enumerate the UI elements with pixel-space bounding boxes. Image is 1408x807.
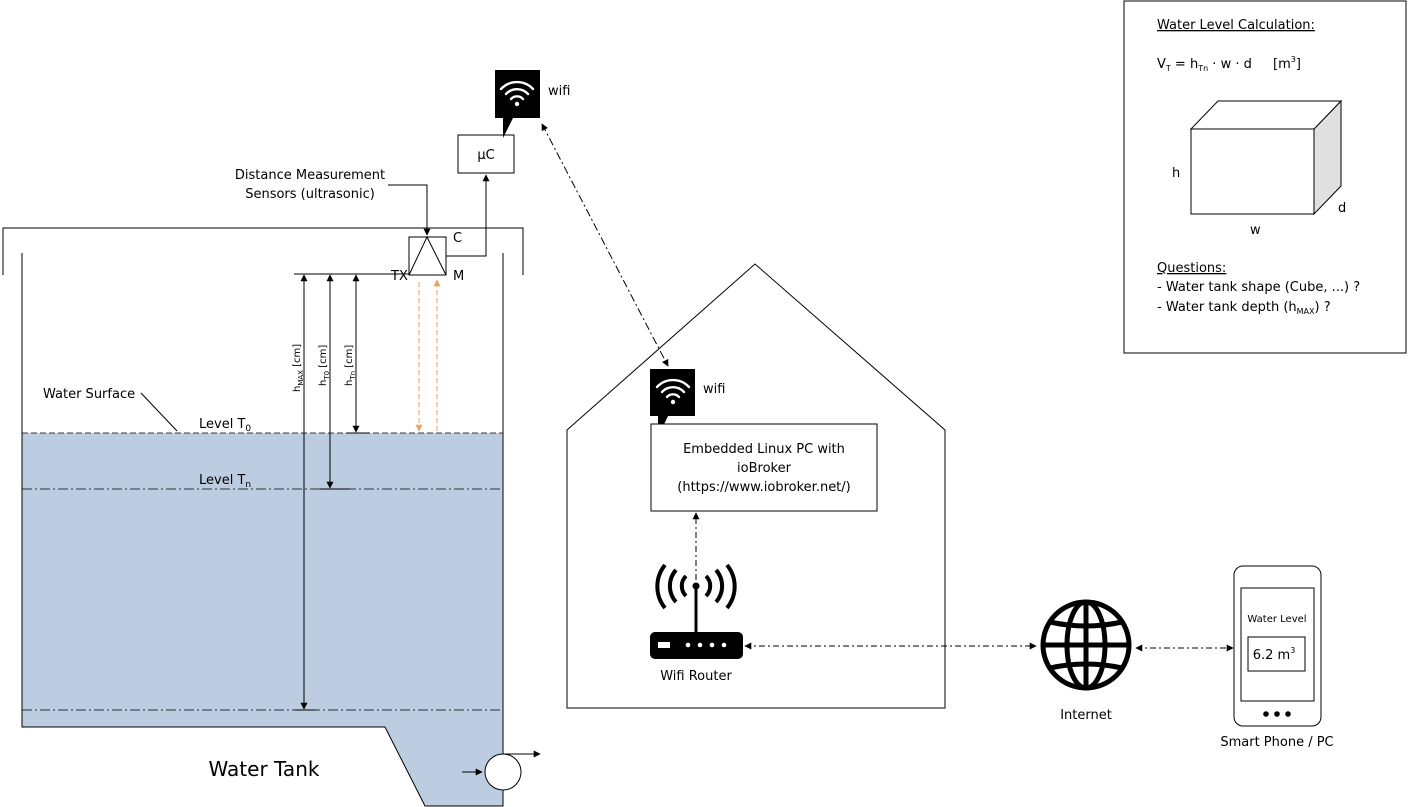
linux-pc-box	[650, 423, 878, 512]
measurement-arrows: hMAX [cm] hT0 [cm] hTn [cm]	[292, 274, 370, 711]
microcontroller: µC	[457, 134, 515, 174]
questions-title: Questions:	[1157, 261, 1226, 276]
calc-formula: VT = hTn · w · d	[1157, 57, 1252, 73]
distance-sensors-label-1: Distance Measurement	[235, 168, 385, 183]
sensor-tx-label: TX	[390, 269, 408, 284]
distance-sensors-label-2: Sensors (ultrasonic)	[245, 187, 375, 202]
linux-pc: Embedded Linux PC with ioBroker (https:/…	[650, 423, 878, 512]
question-1: - Water tank shape (Cube, ...) ?	[1157, 280, 1360, 295]
cube-icon	[1189, 99, 1343, 216]
wifi-top-label: wifi	[548, 84, 570, 99]
level-tn-label: Level Tn	[199, 473, 251, 490]
internet-label: Internet	[1060, 708, 1112, 723]
water-tank-label: Water Tank	[209, 757, 320, 781]
sensor-callout-arrow	[388, 184, 431, 236]
h-n-label: hTn [cm]	[344, 345, 357, 386]
smartphone: Water Level 6.2 m3 Smart Phone / PC	[1220, 565, 1334, 750]
phone-value-box	[1247, 636, 1306, 672]
phone-dot	[1263, 711, 1269, 717]
water-surface-leader	[140, 392, 178, 432]
level-t0-label: Level T0	[199, 417, 251, 434]
phone-dot	[1285, 711, 1291, 717]
smartphone-label: Smart Phone / PC	[1220, 735, 1333, 750]
linux-pc-line3: (https://www.iobroker.net/)	[677, 480, 850, 495]
wifi-icon	[655, 378, 691, 405]
sensor-m-label: M	[453, 269, 464, 284]
water-tank	[2, 227, 524, 807]
house-outline	[566, 263, 946, 709]
router-icon	[650, 563, 743, 659]
wifi-badge-top: wifi	[495, 70, 570, 138]
globe-icon	[1040, 599, 1132, 691]
water-fill-bottom	[385, 727, 503, 806]
phone-dot	[1274, 711, 1280, 717]
wireless-link	[541, 123, 669, 367]
sensor-c-label: C	[453, 231, 462, 246]
linux-pc-line2: ioBroker	[737, 461, 792, 476]
phone-title: Water Level	[1247, 614, 1306, 625]
wifi-badge-house: wifi	[650, 369, 725, 437]
calc-unit: [m3]	[1273, 55, 1301, 72]
tank-outline	[21, 253, 504, 807]
calc-title: Water Level Calculation:	[1157, 18, 1315, 33]
ultrasonic-echo	[415, 279, 441, 432]
mcu-box	[457, 134, 515, 174]
water-surface-label: Water Surface	[43, 387, 135, 402]
cube-d-label: d	[1338, 201, 1346, 216]
house	[566, 263, 946, 709]
wifi-icon	[499, 80, 535, 107]
water-fill-outlet	[22, 710, 503, 727]
internet: Internet	[1040, 599, 1132, 723]
water-fill	[22, 433, 503, 710]
pump-icon	[462, 750, 541, 791]
linux-pc-line1: Embedded Linux PC with	[683, 442, 845, 457]
sensor-triangle	[408, 235, 447, 276]
tank-lid	[2, 227, 524, 275]
mcu-label: µC	[477, 148, 494, 163]
cube-h-label: h	[1172, 166, 1180, 181]
wifi-router-label: Wifi Router	[660, 669, 732, 684]
phone-value: 6.2 m3	[1253, 646, 1296, 663]
ultrasonic-sensor: C TX M Distance Measurement Sensors (ult…	[235, 168, 490, 284]
sensor-box	[408, 236, 447, 276]
cube-w-label: w	[1250, 223, 1261, 238]
wifi-house-label: wifi	[703, 382, 725, 397]
calculation-box: Water Level Calculation: VT = hTn · w · …	[1123, 0, 1407, 354]
sensor-to-mcu-line	[446, 174, 490, 257]
h-0-label: hT0 [cm]	[318, 345, 331, 386]
h-max-label: hMAX [cm]	[292, 344, 305, 392]
question-2: - Water tank depth (hMAX) ?	[1157, 300, 1331, 316]
wifi-router: Wifi Router	[650, 563, 743, 684]
